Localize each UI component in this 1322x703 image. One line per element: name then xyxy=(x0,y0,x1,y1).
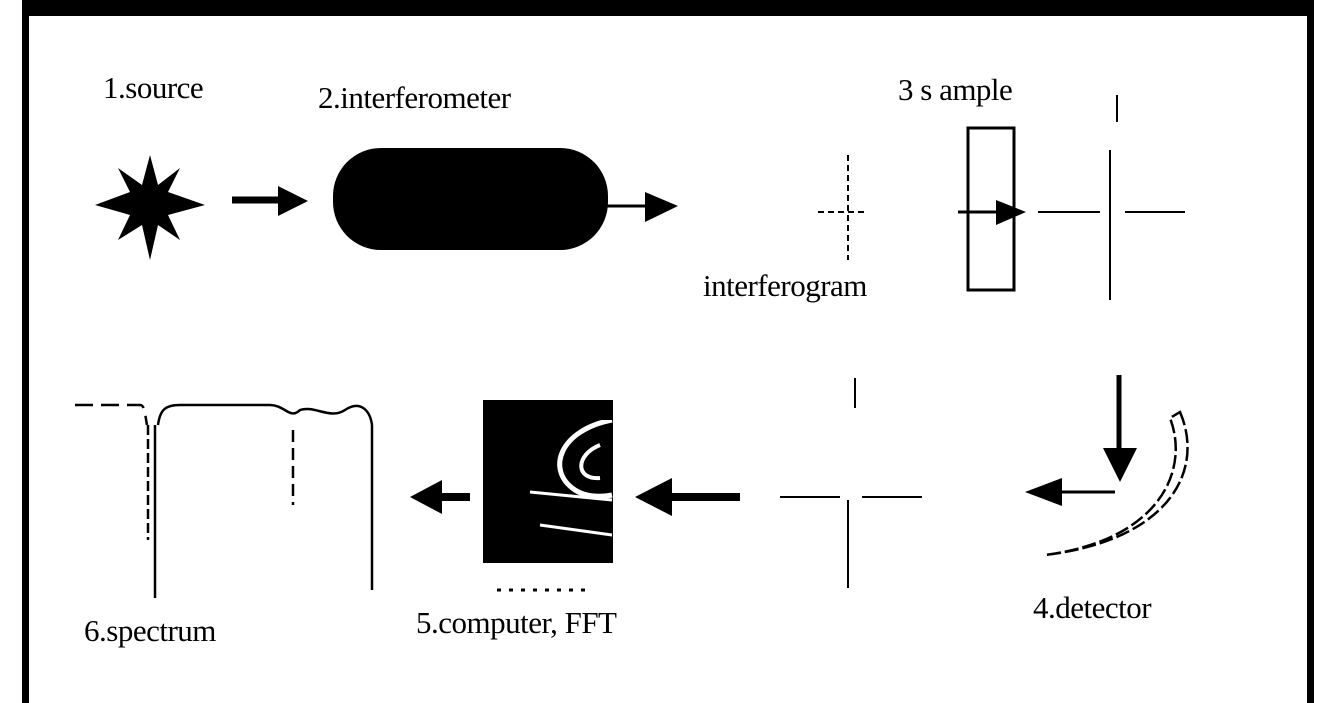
detector-mirror-icon xyxy=(1044,410,1189,557)
source-star-icon xyxy=(95,155,205,260)
arrowhead xyxy=(635,478,672,516)
label-interferometer: 2.interferometer xyxy=(318,80,511,115)
computer-icon xyxy=(483,400,613,592)
arrowhead xyxy=(1103,448,1137,482)
arrowhead xyxy=(996,200,1026,225)
label-source: 1.source xyxy=(103,70,204,105)
label-detector: 4.detector xyxy=(1033,590,1152,625)
arrowhead xyxy=(645,192,678,222)
interferogram-plot xyxy=(818,155,865,260)
transmitted-interferogram-plot xyxy=(1038,95,1185,300)
arrowhead xyxy=(1025,478,1062,506)
spectrum-plot xyxy=(75,403,374,598)
detector-interferogram-plot xyxy=(780,378,922,588)
interferometer-block xyxy=(333,148,608,250)
arrowhead xyxy=(278,186,308,216)
label-sample: 3 s ample xyxy=(898,72,1013,107)
label-computer: 5.computer, FFT xyxy=(416,605,617,640)
diagram-frame xyxy=(22,0,1314,703)
label-interferogram: interferogram xyxy=(703,268,867,303)
arrowhead xyxy=(410,480,442,514)
label-spectrum: 6.spectrum xyxy=(84,613,216,648)
